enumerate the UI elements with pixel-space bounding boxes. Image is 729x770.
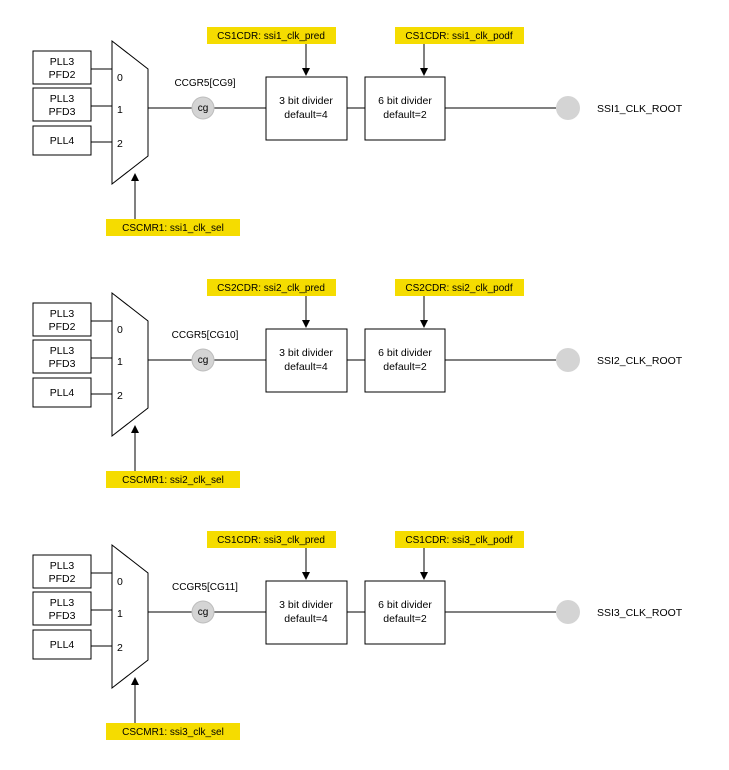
clock-mux	[111, 543, 149, 690]
podf-divider-title: 6 bit divider	[378, 347, 432, 359]
mux-select-register-highlight	[106, 219, 240, 236]
mux-select-register-highlight	[106, 471, 240, 488]
input-label-line1: PLL3	[50, 345, 75, 357]
clock-root-node	[556, 96, 580, 120]
input-label-line1: PLL3	[50, 93, 75, 105]
input-label-line2: PFD3	[49, 358, 76, 370]
input-wires	[91, 68, 112, 143]
pred-register-label: CS2CDR: ssi2_clk_pred	[217, 283, 325, 294]
pred-divider-default: default=4	[284, 109, 328, 121]
pred-divider-default: default=4	[284, 361, 328, 373]
input-wires	[91, 320, 112, 395]
podf-divider-default: default=2	[383, 109, 427, 121]
clock-block-ssi2: PLL3 PFD2 PLL3 PFD3 PLL4 0 1 2 CSCMR1: s…	[32, 279, 683, 488]
input-pll3-pfd3: PLL3 PFD3	[32, 339, 92, 374]
input-label-line2: PFD2	[49, 573, 76, 585]
clock-block-ssi1: PLL3 PFD2 PLL3 PFD3 PLL4 0 1 2 CSCMR1: s…	[32, 27, 683, 236]
mux-input-1-label: 1	[117, 356, 123, 368]
podf-divider-box	[364, 580, 446, 645]
clock-gate	[191, 348, 215, 372]
mux-input-0-label: 0	[117, 72, 123, 84]
mux-select-register-highlight	[106, 723, 240, 740]
input-label-line2: PFD2	[49, 69, 76, 81]
pred-divider-box	[265, 580, 348, 645]
clock-root-node	[556, 348, 580, 372]
input-label-line1: PLL4	[50, 387, 75, 399]
clock-gate-text: cg	[198, 607, 209, 618]
podf-divider-default: default=2	[383, 361, 427, 373]
podf-divider-title: 6 bit divider	[378, 95, 432, 107]
clock-gate	[191, 96, 215, 120]
mux-input-0-label: 0	[117, 576, 123, 588]
clock-gate-text: cg	[198, 355, 209, 366]
input-pll3-pfd3: PLL3 PFD3	[32, 591, 92, 626]
pred-divider-box	[265, 328, 348, 393]
pred-divider-default: default=4	[284, 613, 328, 625]
input-wires	[91, 572, 112, 647]
pred-register-highlight	[207, 279, 336, 296]
mux-input-0-label: 0	[117, 324, 123, 336]
clock-root-label: SSI1_CLK_ROOT	[597, 103, 683, 115]
input-pll3-pfd2: PLL3 PFD2	[32, 554, 92, 589]
pred-divider-title: 3 bit divider	[279, 347, 333, 359]
clock-root-node	[556, 600, 580, 624]
podf-divider-default: default=2	[383, 613, 427, 625]
mux-input-2-label: 2	[117, 138, 123, 150]
input-pll4: PLL4	[32, 125, 92, 156]
podf-register-highlight	[395, 279, 524, 296]
clock-root-label: SSI2_CLK_ROOT	[597, 355, 683, 367]
input-label-line2: PFD3	[49, 610, 76, 622]
clock-gate-text: cg	[198, 103, 209, 114]
input-label-line1: PLL3	[50, 597, 75, 609]
podf-register-label: CS1CDR: ssi1_clk_podf	[405, 31, 512, 42]
podf-divider-title: 6 bit divider	[378, 599, 432, 611]
mux-select-register-label: CSCMR1: ssi2_clk_sel	[122, 475, 224, 486]
pred-register-highlight	[207, 27, 336, 44]
mux-input-2-label: 2	[117, 642, 123, 654]
podf-register-label: CS2CDR: ssi2_clk_podf	[405, 283, 512, 294]
input-pll4: PLL4	[32, 629, 92, 660]
pred-register-label: CS1CDR: ssi1_clk_pred	[217, 31, 325, 42]
clock-block-ssi3: PLL3 PFD2 PLL3 PFD3 PLL4 0 1 2 CSCMR1: s…	[32, 531, 683, 740]
input-pll3-pfd2: PLL3 PFD2	[32, 302, 92, 337]
input-label-line1: PLL4	[50, 135, 75, 147]
pred-divider-box	[265, 76, 348, 141]
clock-root-label: SSI3_CLK_ROOT	[597, 607, 683, 619]
input-label-line1: PLL3	[50, 56, 75, 68]
mux-input-1-label: 1	[117, 608, 123, 620]
podf-register-label: CS1CDR: ssi3_clk_podf	[405, 535, 512, 546]
input-pll3-pfd2: PLL3 PFD2	[32, 50, 92, 85]
input-label-line1: PLL3	[50, 560, 75, 572]
mux-select-register-label: CSCMR1: ssi3_clk_sel	[122, 727, 224, 738]
clock-gate-label: CCGR5[CG10]	[172, 330, 239, 341]
input-label-line2: PFD2	[49, 321, 76, 333]
podf-divider-box	[364, 328, 446, 393]
clock-gate-label: CCGR5[CG11]	[172, 582, 238, 593]
pred-register-highlight	[207, 531, 336, 548]
input-label-line1: PLL4	[50, 639, 75, 651]
pred-divider-title: 3 bit divider	[279, 599, 333, 611]
clock-gate	[191, 600, 215, 624]
podf-register-highlight	[395, 531, 524, 548]
podf-register-highlight	[395, 27, 524, 44]
input-label-line1: PLL3	[50, 308, 75, 320]
input-pll4: PLL4	[32, 377, 92, 408]
pred-divider-title: 3 bit divider	[279, 95, 333, 107]
mux-input-1-label: 1	[117, 104, 123, 116]
clock-mux	[111, 291, 149, 438]
input-label-line2: PFD3	[49, 106, 76, 118]
pred-register-label: CS1CDR: ssi3_clk_pred	[217, 535, 325, 546]
clock-mux	[111, 39, 149, 186]
mux-select-register-label: CSCMR1: ssi1_clk_sel	[122, 223, 224, 234]
input-pll3-pfd3: PLL3 PFD3	[32, 87, 92, 122]
mux-input-2-label: 2	[117, 390, 123, 402]
clock-gate-label: CCGR5[CG9]	[174, 78, 235, 89]
